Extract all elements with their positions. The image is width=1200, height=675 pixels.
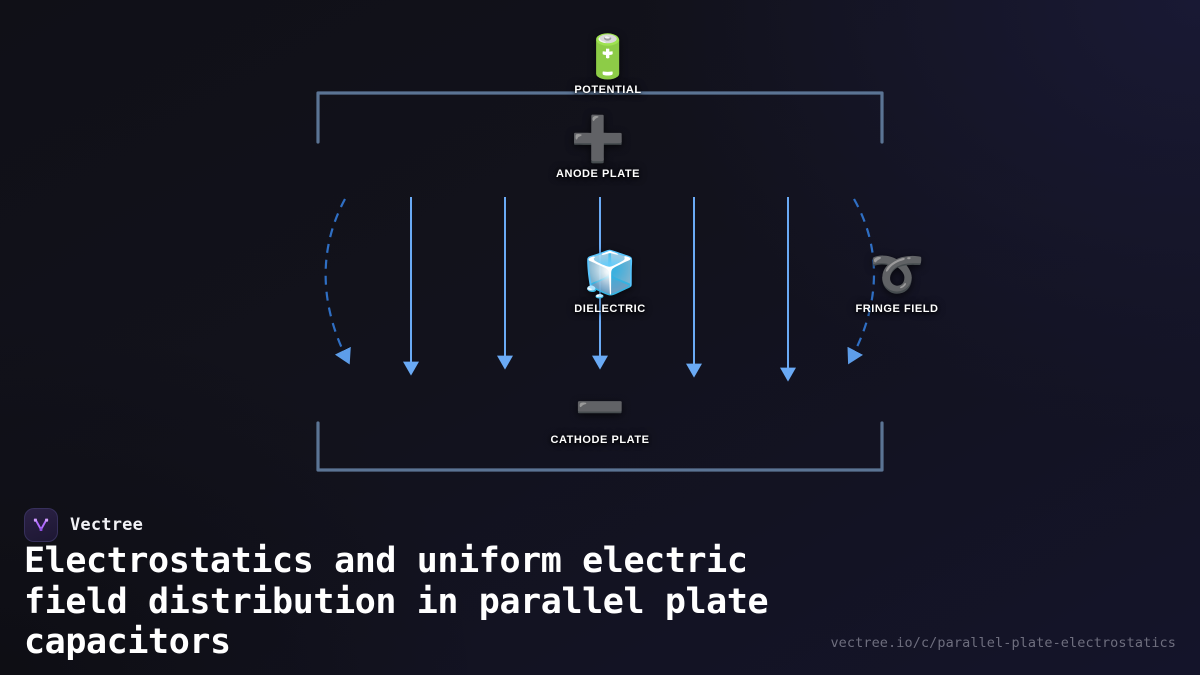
node-potential[interactable]: 🔋 POTENTIAL — [574, 32, 642, 97]
fringe-field-line — [847, 198, 876, 365]
node-fringe-field[interactable]: ➰ FRINGE FIELD — [855, 249, 939, 316]
brand-name: Vectree — [70, 515, 144, 535]
page-url: vectree.io/c/parallel-plate-electrostati… — [830, 635, 1176, 651]
footer: Vectree Electrostatics and uniform elect… — [0, 497, 1200, 675]
heavy-plus-sign-icon: ➕ — [570, 114, 626, 165]
node-dielectric[interactable]: 🧊 DIELECTRIC — [574, 249, 646, 316]
node-potential-label: POTENTIAL — [574, 84, 642, 96]
cathode-plate-label: CATHODE PLATE — [550, 434, 650, 446]
page-title: Electrostatics and uniform electric fiel… — [24, 541, 769, 663]
vectree-logo-icon — [24, 508, 58, 542]
anode-plate-label: ANODE PLATE — [555, 168, 641, 180]
node-cathode-plate[interactable]: ➖ CATHODE PLATE — [550, 388, 649, 446]
curly-loop-icon: ➰ — [869, 249, 925, 300]
battery-icon: 🔋 — [581, 32, 635, 81]
ice-cube-icon: 🧊 — [582, 249, 638, 300]
brand[interactable]: Vectree — [24, 508, 143, 542]
node-fringe-field-label: FRINGE FIELD — [855, 303, 939, 315]
fringe-field-lines — [324, 198, 876, 365]
anode-plate-bracket[interactable] — [316, 91, 884, 144]
node-dielectric-label: DIELECTRIC — [574, 303, 646, 315]
heavy-minus-sign-icon: ➖ — [575, 385, 625, 431]
fringe-field-line — [324, 198, 351, 365]
cathode-plate-bracket[interactable] — [316, 421, 884, 472]
uniform-field-lines — [403, 197, 796, 382]
capacitor-diagram: 🔋 POTENTIAL ➕ ANODE PLATE 🧊 DIELECTRIC ➰… — [316, 32, 939, 472]
node-anode-plate[interactable]: ➕ ANODE PLATE — [555, 114, 641, 181]
